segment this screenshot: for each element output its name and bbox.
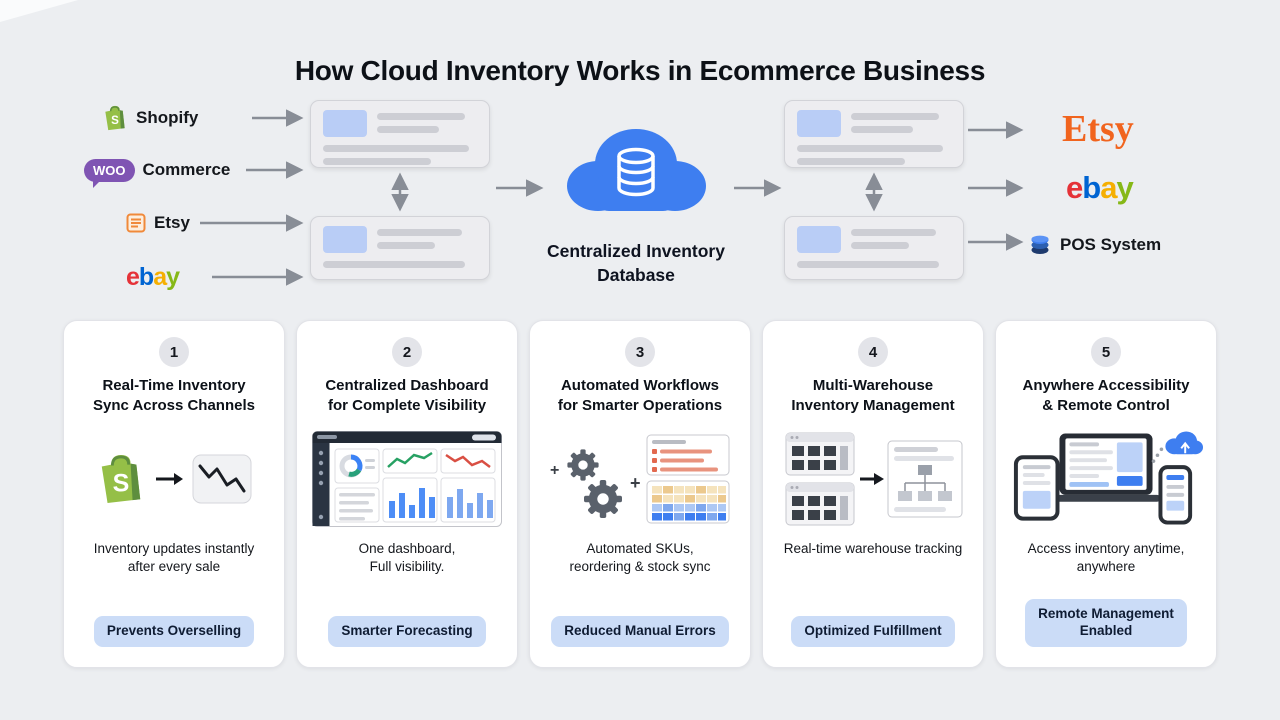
ebay-logo-right: ebay [1066,169,1134,205]
ebay-letter-y: y [166,262,180,291]
warehouse-panel-icon [785,432,855,476]
woocommerce-label: Commerce [142,160,231,179]
card-2-centralized-dashboard: 2 Centralized Dashboard for Complete Vis… [296,320,518,668]
plus-icon: + [550,462,559,479]
card-number-badge: 5 [1091,337,1121,367]
card-benefit-badge: Optimized Fulfillment [791,616,955,647]
devices-illustration [1008,424,1204,534]
mock-blue-block [797,226,841,253]
connection-dots [1151,447,1164,463]
shopify-icon: S [105,105,125,131]
plus-icon: + [630,473,641,493]
card-1-realtime-sync: 1 Real-Time Inventory Sync Across Channe… [63,320,285,668]
svg-text:S: S [111,115,119,127]
etsy-logo-right: Etsy [1062,108,1134,150]
pos-system-label: POS System [1060,235,1162,254]
pos-system-row: POS System [1028,230,1161,260]
card-benefit-badge: Prevents Overselling [93,616,255,647]
etsy-label: Etsy [154,213,190,232]
card-description: Access inventory anytime, anywhere [1027,541,1185,575]
mock-blue-block [323,226,367,253]
ebay-letter-y: y [1116,169,1133,205]
etsy-row: Etsy [126,208,190,238]
card-description: Automated SKUs, reordering & stock sync [569,541,711,575]
mock-blue-block [323,110,367,137]
woocommerce-logo: WOO [84,158,135,188]
card-3-automated-workflows: 3 Automated Workflows for Smarter Operat… [529,320,751,668]
tablet-icon [1013,455,1060,521]
cards-section: 1 Real-Time Inventory Sync Across Channe… [0,320,1280,668]
dashboard-illustration [309,424,505,534]
card-benefit-badge: Smarter Forecasting [328,616,486,647]
card-number-badge: 3 [625,337,655,367]
card-5-anywhere-access: 5 Anywhere Accessibility & Remote Contro… [995,320,1217,668]
gear-icon [584,480,622,518]
warehouse-illustration [775,424,971,534]
corner-decoration [0,0,78,22]
card-benefit-badge: Reduced Manual Errors [551,616,729,647]
ebay-letter-e: e [126,262,140,291]
shopify-bag-icon: S [101,454,141,504]
tracking-panel-icon [887,440,963,518]
card-number-badge: 4 [858,337,888,367]
flow-diagram: S Shopify WOO Commerce Etsy ebay [0,90,1280,320]
phone-icon [1158,465,1193,525]
gears-sku-illustration: + + [542,424,738,534]
ebay-letter-b: b [138,262,154,291]
woocommerce-row: WOO Commerce [84,155,231,188]
browser-window-mockup-top-right [784,100,964,168]
ebay-letter-e: e [1066,169,1083,205]
shopify-label: Shopify [136,108,199,127]
card-4-multi-warehouse: 4 Multi-Warehouse Inventory Management [762,320,984,668]
cloud-sync-icon [1165,431,1204,455]
card-description: One dashboard, Full visibility. [358,541,456,575]
cloud-database-icon [548,112,724,224]
warehouse-panel-icon [785,482,855,526]
card-description: Real-time warehouse tracking [783,541,963,556]
declining-chart-icon [192,454,252,504]
shopify-row: S Shopify [102,103,198,133]
pos-system-icon [1031,235,1049,254]
card-number-badge: 1 [159,337,189,367]
etsy-icon [126,213,146,233]
shopify-to-chart-illustration: S [76,424,272,534]
mock-blue-block [797,110,841,137]
browser-window-mockup-bottom-left [310,216,490,280]
cloud-label: Centralized Inventory Database [547,241,725,285]
card-title: Centralized Dashboard for Complete Visib… [325,377,489,414]
ebay-letter-a: a [153,262,167,291]
ebay-letter-b: b [1082,169,1101,205]
laptop-icon [1051,433,1161,502]
arrow-right-icon [156,473,183,485]
footer-title: Power Your Ecommerce Business with Cloud… [0,717,1280,720]
page-title: How Cloud Inventory Works in Ecommerce B… [294,54,986,86]
ebay-letter-a: a [1100,169,1117,205]
card-number-badge: 2 [392,337,422,367]
browser-window-mockup-top-left [310,100,490,168]
browser-window-mockup-bottom-right [784,216,964,280]
card-title: Automated Workflows for Smarter Operatio… [557,377,723,414]
card-title: Multi-Warehouse Inventory Management [791,377,955,414]
svg-text:S: S [113,470,130,498]
card-title: Real-Time Inventory Sync Across Channels [92,377,255,414]
card-description: Inventory updates instantly after every … [93,541,255,575]
card-title: Anywhere Accessibility & Remote Control [1022,377,1190,414]
card-benefit-badge: Remote Management Enabled [1025,599,1187,647]
gear-icon [567,449,599,481]
ebay-logo: ebay [126,262,180,292]
